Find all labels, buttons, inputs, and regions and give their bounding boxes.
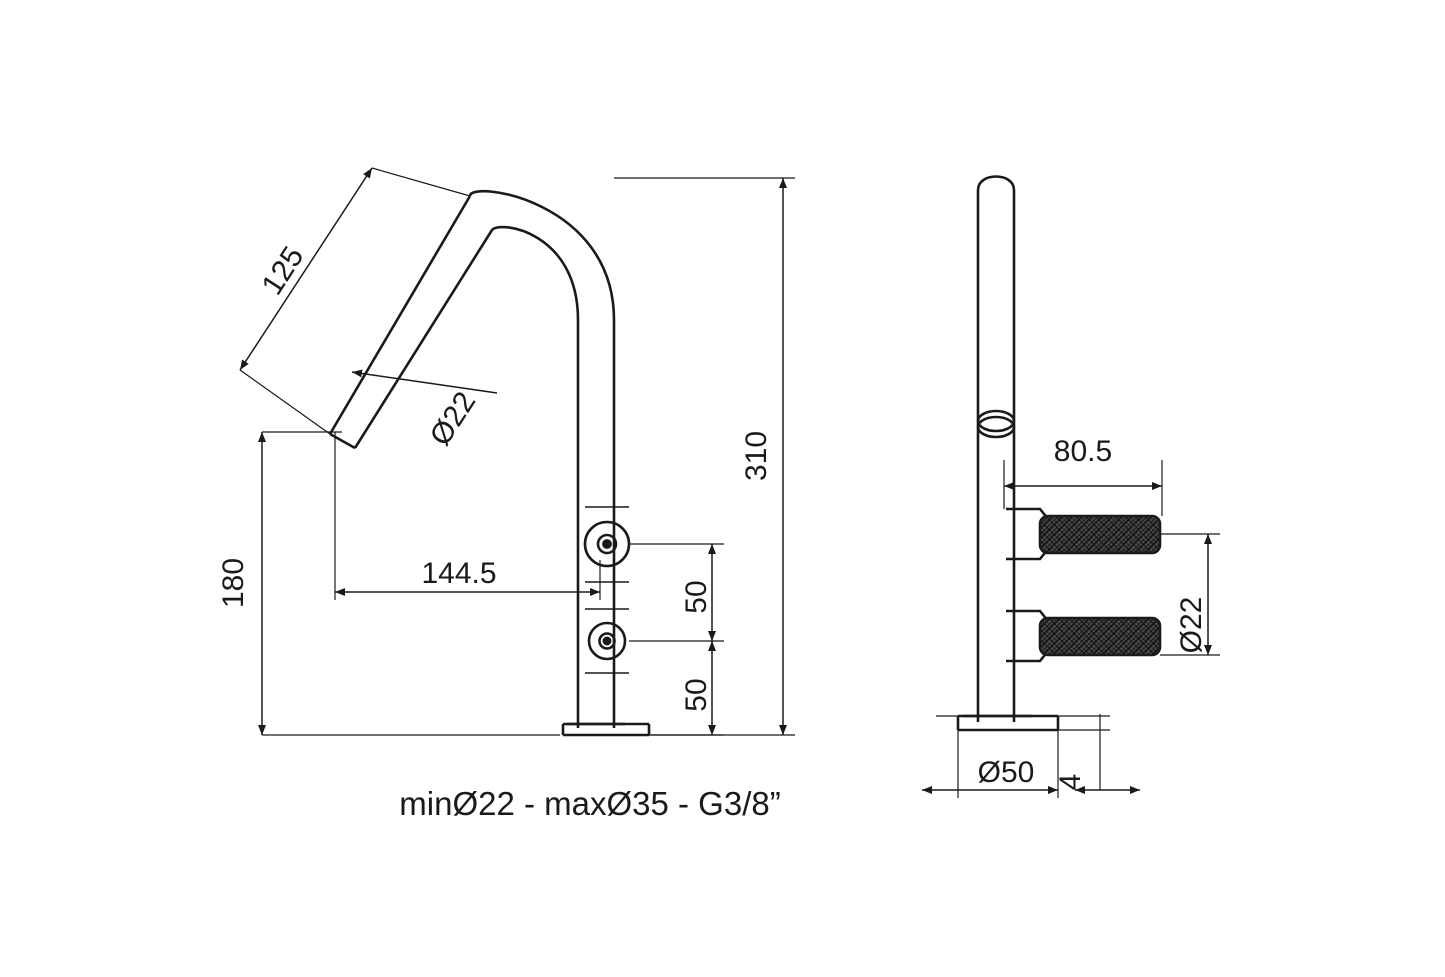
side-view-geometry	[936, 175, 1060, 732]
dimension-upper-valve-spacing: 50	[680, 580, 713, 613]
front-view-valve-ports	[583, 506, 631, 674]
front-view-geometry	[328, 189, 651, 737]
dimension-overall-height: 310	[740, 431, 773, 481]
dimension-handle-diameter: Ø22	[1175, 597, 1208, 654]
dimension-handle-height: 180	[217, 558, 250, 608]
dimension-base-diameter: Ø50	[978, 756, 1035, 789]
side-view-handles	[1006, 507, 1162, 663]
dimension-lower-valve-spacing: 50	[680, 678, 713, 711]
dimension-handle-reach: 144.5	[421, 557, 496, 590]
side-view-dimension-lines	[922, 460, 1220, 798]
dimension-spout-length: 125	[256, 241, 311, 301]
side-view-dimension-labels: 80.5 Ø22 Ø50 4	[978, 435, 1208, 790]
dimension-base-thickness: 4	[1054, 774, 1087, 791]
front-view-dimension-lines	[239, 167, 795, 736]
dimension-spout-diameter: Ø22	[424, 386, 483, 452]
drawing-caption: minØ22 - maxØ35 - G3/8”	[399, 785, 780, 822]
dimension-handle-length: 80.5	[1054, 435, 1112, 468]
